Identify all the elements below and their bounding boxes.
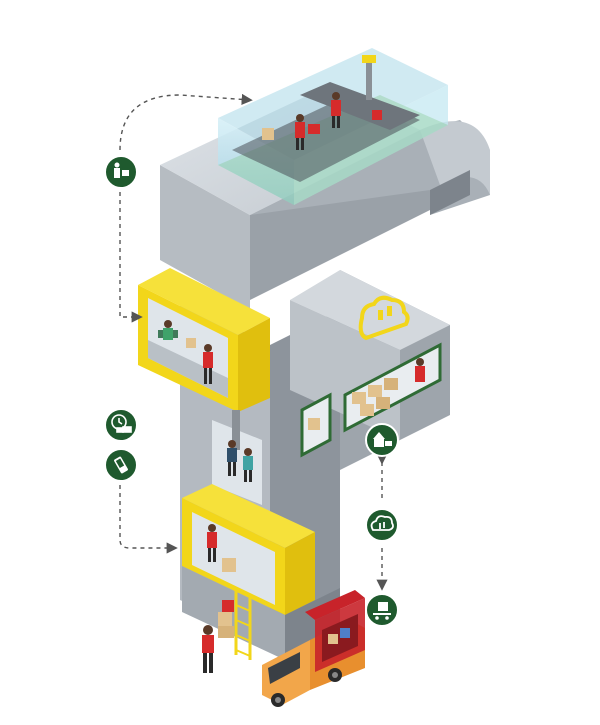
worker-upper-room-2 [203, 344, 213, 384]
mobile-phone-icon [114, 456, 128, 474]
worker-roof-1 [295, 114, 305, 150]
ladder [234, 590, 252, 660]
path-to-upper-room [119, 192, 143, 323]
path-to-lower-room [119, 485, 178, 554]
path-to-roof [119, 93, 253, 151]
badge-person-with-box [104, 155, 138, 189]
badge-cloud-shop [365, 508, 399, 542]
house-truck-icon [373, 432, 392, 447]
worker-elevator-2 [243, 448, 253, 482]
worker-upper-room-1 [163, 320, 173, 340]
worker-elevator-1 [227, 440, 237, 476]
flow-paths [119, 93, 388, 591]
lower-yellow-room [182, 484, 315, 615]
glass-roof-room [218, 48, 448, 205]
badge-house-truck [365, 423, 399, 457]
cloud-shop-logo-icon [358, 295, 410, 341]
cloud-shop-icon [370, 515, 394, 531]
right-building-block [290, 270, 450, 470]
badge-box-cart [365, 593, 399, 627]
shelf-boxes [352, 378, 398, 416]
upper-yellow-room [138, 268, 270, 412]
stacked-boxes-bottom [218, 600, 234, 638]
person-with-box-icon [114, 162, 129, 178]
badge-mobile-phone [104, 448, 138, 482]
delivery-van [262, 590, 365, 707]
badge-delivery-clock-truck [104, 408, 138, 442]
box-cart-icon [373, 602, 391, 620]
elevator-shaft [212, 410, 262, 505]
worker-ground [202, 625, 214, 673]
delivery-clock-truck-icon [111, 414, 132, 433]
worker-right-window [415, 358, 425, 382]
worker-roof-2 [331, 92, 341, 128]
worker-lower-room [207, 524, 217, 562]
